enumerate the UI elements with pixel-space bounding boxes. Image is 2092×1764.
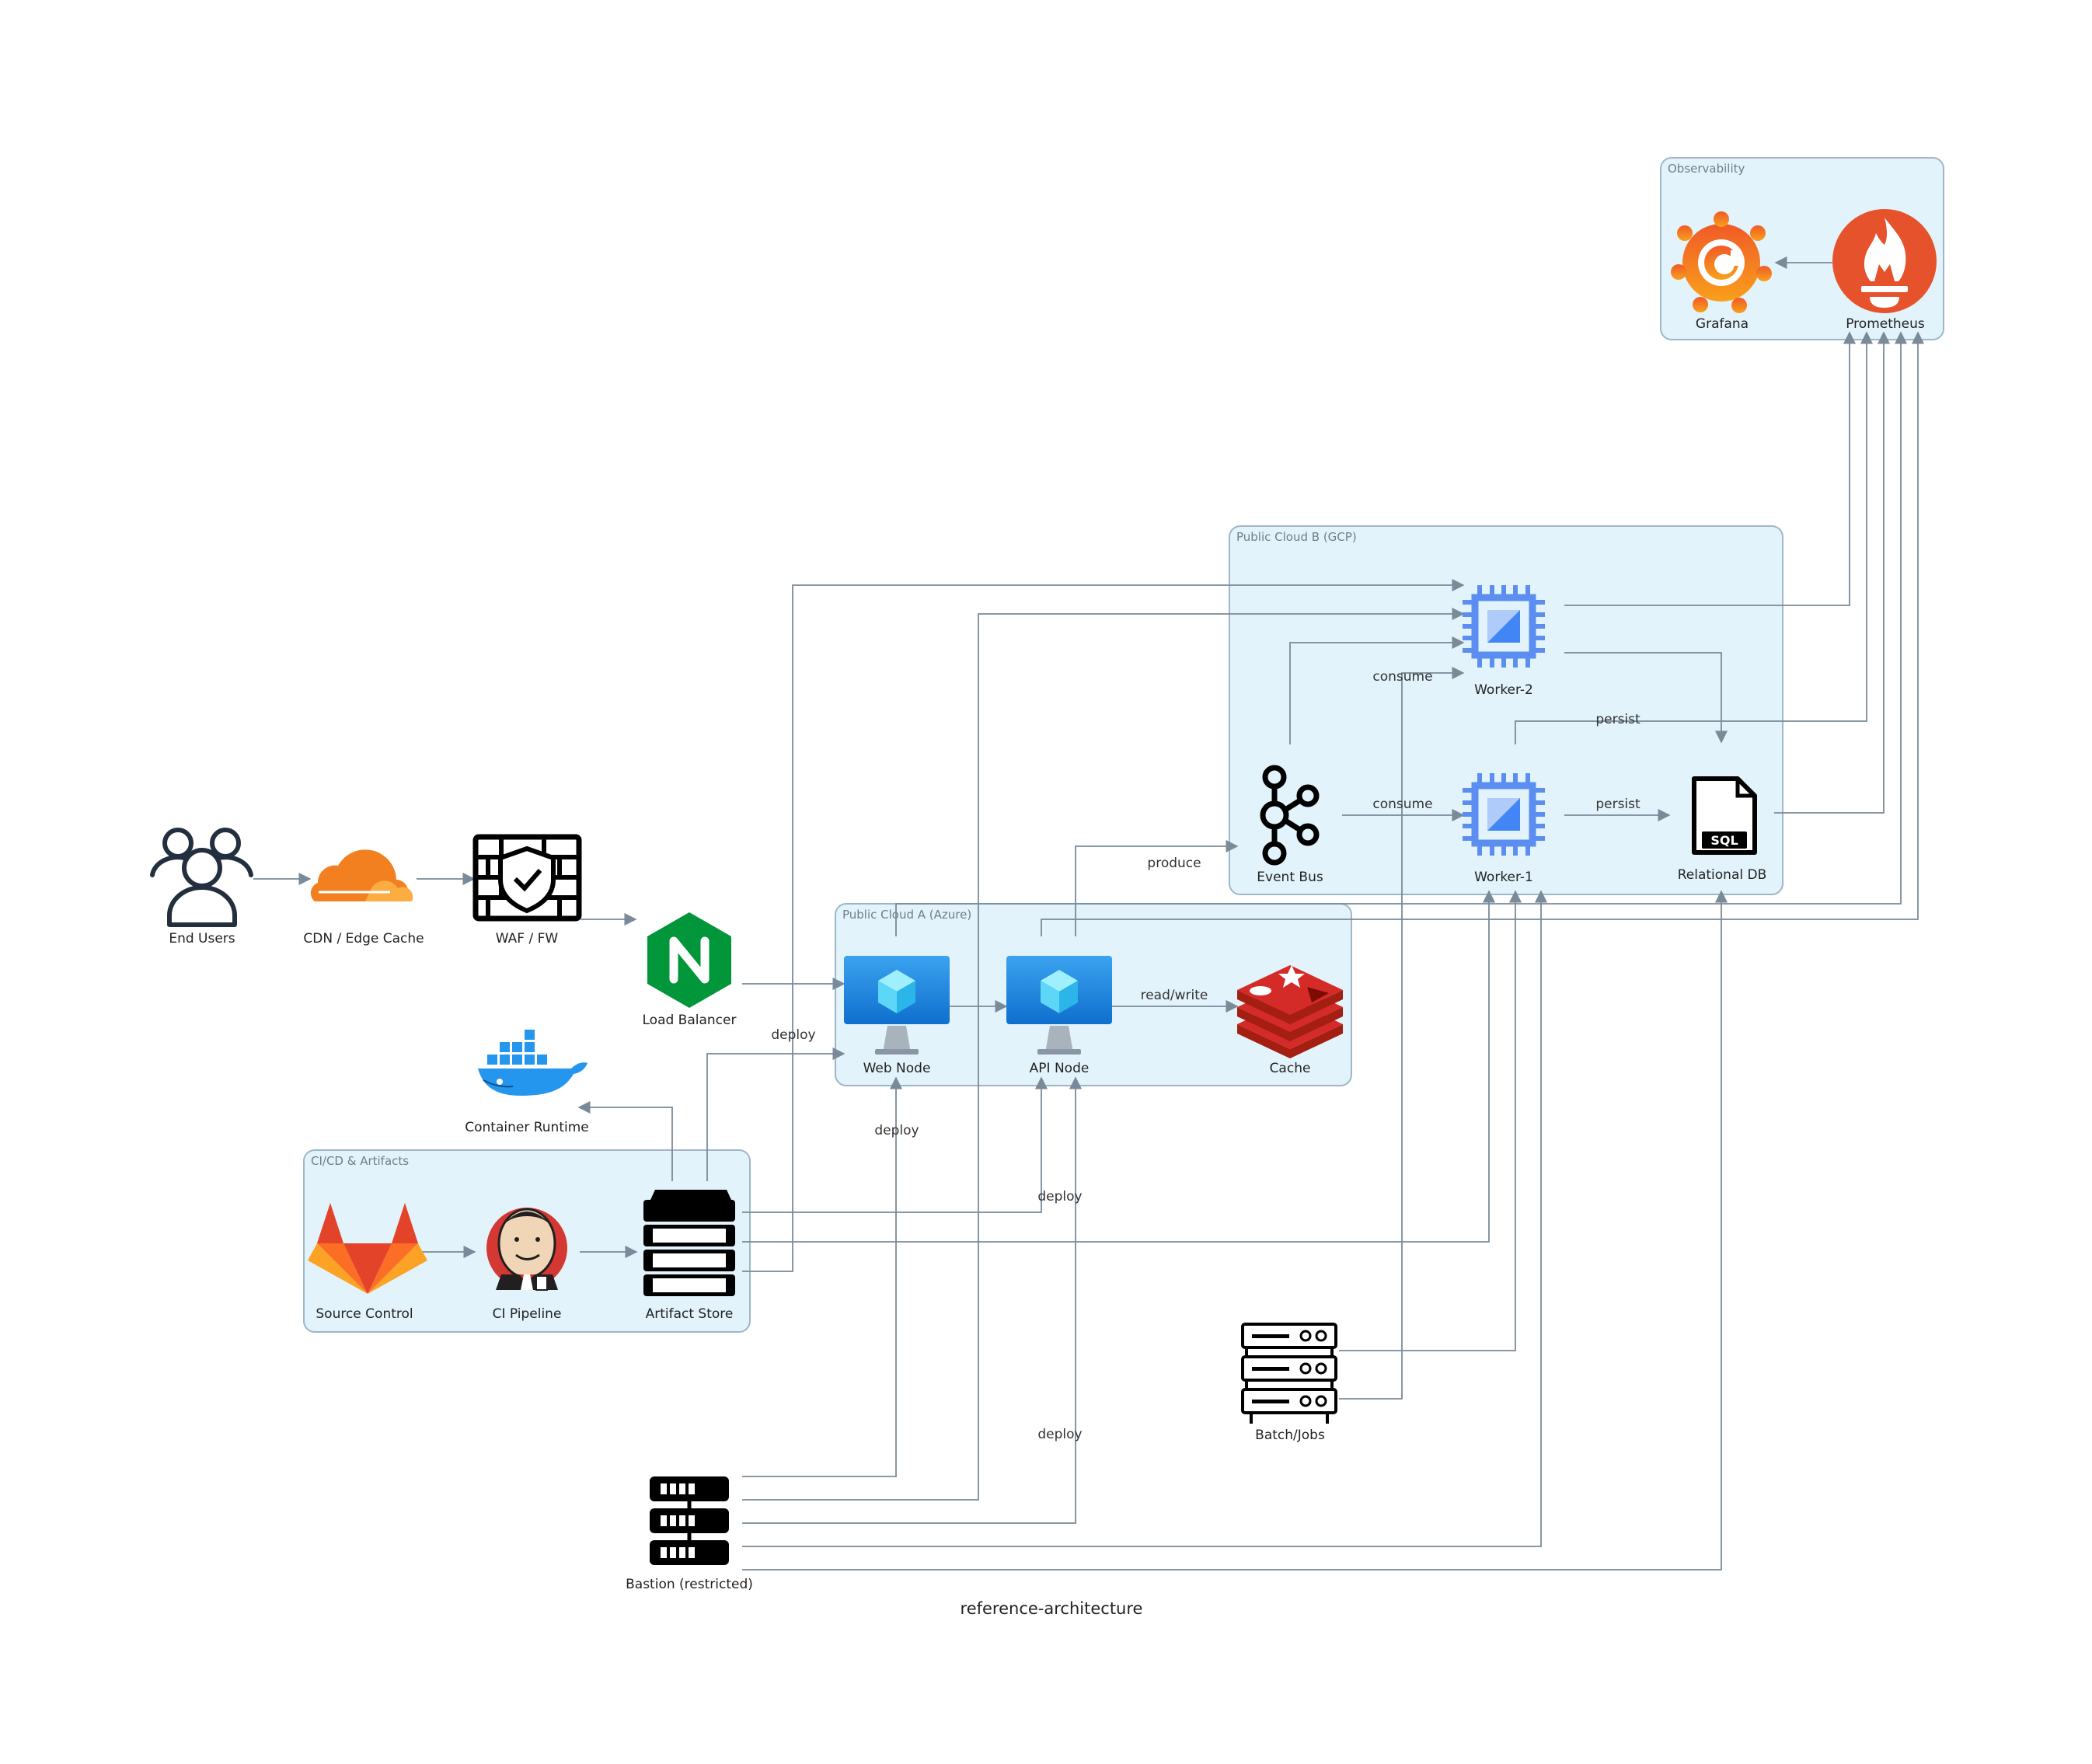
cdn-label: CDN / Edge Cache [303, 931, 424, 946]
cluster-azure-label: Public Cloud A (Azure) [842, 908, 971, 922]
server-icon [650, 1476, 729, 1565]
prometheus-label: Prometheus [1846, 316, 1925, 332]
azure-vm-icon [1006, 956, 1112, 1055]
ci-pipeline-node[interactable]: CI Pipeline [486, 1208, 567, 1322]
edge-label-consume-worker2: consume [1372, 669, 1432, 685]
edge-bastion-worker2 [742, 607, 1465, 1501]
edge-artifact-worker2 [742, 578, 1465, 1272]
end-users-node[interactable]: End Users [150, 828, 253, 946]
edge-db-prometheus [1774, 331, 1891, 814]
edge-worker2-db [1564, 652, 1728, 744]
bastion-node[interactable]: Bastion (restricted) [626, 1476, 753, 1592]
edges [253, 256, 1925, 1571]
edge-web-prometheus [895, 331, 1908, 936]
storage-stack-icon [643, 1190, 735, 1296]
batch-jobs-label: Batch/Jobs [1255, 1428, 1325, 1443]
edge-label-persist-worker1: persist [1595, 797, 1640, 812]
waf-node[interactable]: WAF / FW [472, 834, 582, 946]
edge-bastion-web [742, 1076, 903, 1477]
bastion-label: Bastion (restricted) [626, 1577, 753, 1592]
artifact-store-node[interactable]: Artifact Store [643, 1190, 735, 1322]
worker-2-node[interactable]: Worker-2 [1463, 585, 1545, 698]
edge-eventbus-worker2 [1289, 636, 1465, 744]
web-node-label: Web Node [863, 1061, 931, 1076]
load-balancer-label: Load Balancer [643, 1013, 737, 1028]
prometheus-icon [1832, 209, 1937, 313]
kafka-icon [1260, 765, 1320, 866]
worker-1-label: Worker-1 [1474, 870, 1533, 885]
cache-label: Cache [1270, 1061, 1311, 1076]
grafana-icon [1671, 211, 1772, 313]
cdn-node[interactable]: CDN / Edge Cache [303, 849, 424, 946]
grafana-label: Grafana [1696, 316, 1749, 332]
edge-artifact-worker1 [742, 890, 1496, 1243]
edge-label-deploy-web: deploy [771, 1027, 815, 1043]
redis-icon [1237, 965, 1343, 1058]
cluster-gcp: Public Cloud B (GCP) [1229, 525, 1783, 895]
cloudflare-cloud-icon [310, 849, 413, 901]
edge-bastion-api [742, 1076, 1083, 1524]
edge-artifact-container [577, 1100, 673, 1181]
users-icon [150, 828, 253, 927]
edge-artifact-web [706, 1047, 846, 1181]
sql-badge-text: SQL [1710, 833, 1738, 848]
cluster-observability-label: Observability [1668, 162, 1745, 176]
source-control-node[interactable]: Source Control [308, 1203, 427, 1322]
compute-chip-icon [1463, 773, 1545, 856]
edge-label-deploy-api: deploy [1037, 1189, 1082, 1204]
edge-labels: produce consume consume persist persist … [771, 669, 1640, 1442]
web-node[interactable]: Web Node [844, 956, 950, 1076]
batch-jobs-node[interactable]: Batch/Jobs [1241, 1323, 1337, 1443]
server-rack-icon [1241, 1323, 1337, 1424]
cluster-cicd-label: CI/CD & Artifacts [311, 1154, 409, 1168]
gitlab-icon [308, 1203, 427, 1294]
load-balancer-node[interactable]: Load Balancer [643, 912, 737, 1028]
edge-worker2-prometheus [1564, 331, 1857, 606]
waf-label: WAF / FW [496, 931, 559, 946]
event-bus-node[interactable]: Event Bus [1257, 765, 1323, 885]
container-runtime-node[interactable]: Container Runtime [465, 1028, 589, 1135]
edge-label-deploy-web-bastion: deploy [874, 1123, 919, 1138]
api-node[interactable]: API Node [1006, 956, 1112, 1076]
edge-api-eventbus [1075, 839, 1239, 936]
edge-worker1-prometheus [1515, 331, 1874, 744]
ci-pipeline-label: CI Pipeline [493, 1306, 562, 1322]
diagram-caption: reference-architecture [961, 1599, 1143, 1618]
jenkins-icon [486, 1208, 567, 1291]
grafana-node[interactable]: Grafana [1671, 211, 1772, 332]
docker-whale-icon [478, 1028, 588, 1096]
firewall-icon [472, 834, 582, 922]
compute-chip-icon [1463, 585, 1545, 668]
artifact-store-label: Artifact Store [646, 1306, 734, 1322]
sql-file-icon: SQL [1692, 776, 1757, 855]
edge-label-persist-worker2: persist [1595, 712, 1640, 727]
azure-vm-icon [844, 956, 950, 1055]
event-bus-label: Event Bus [1257, 870, 1323, 885]
prometheus-node[interactable]: Prometheus [1832, 209, 1937, 332]
edge-batch-worker2 [1339, 666, 1465, 1400]
worker-1-node[interactable]: Worker-1 [1463, 773, 1545, 885]
nginx-icon [647, 912, 731, 1008]
container-runtime-label: Container Runtime [465, 1120, 588, 1135]
edge-bastion-worker1 [742, 890, 1548, 1547]
edge-batch-worker1 [1339, 890, 1522, 1351]
worker-2-label: Worker-2 [1474, 682, 1533, 698]
cluster-gcp-label: Public Cloud B (GCP) [1236, 530, 1357, 544]
relational-db-node[interactable]: SQL Relational DB [1678, 776, 1767, 883]
edge-label-deploy-api-bastion: deploy [1037, 1427, 1082, 1442]
cache-node[interactable]: Cache [1237, 965, 1343, 1076]
edge-label-consume-worker1: consume [1372, 797, 1432, 812]
edge-artifact-api [742, 1076, 1048, 1213]
end-users-label: End Users [169, 931, 235, 946]
api-node-label: API Node [1030, 1061, 1090, 1076]
edge-bastion-db [742, 890, 1728, 1571]
relational-db-label: Relational DB [1678, 867, 1767, 883]
source-control-label: Source Control [316, 1306, 413, 1322]
edge-api-prometheus [1041, 331, 1925, 936]
edge-label-produce: produce [1147, 856, 1201, 871]
edge-label-read-write: read/write [1141, 988, 1208, 1003]
